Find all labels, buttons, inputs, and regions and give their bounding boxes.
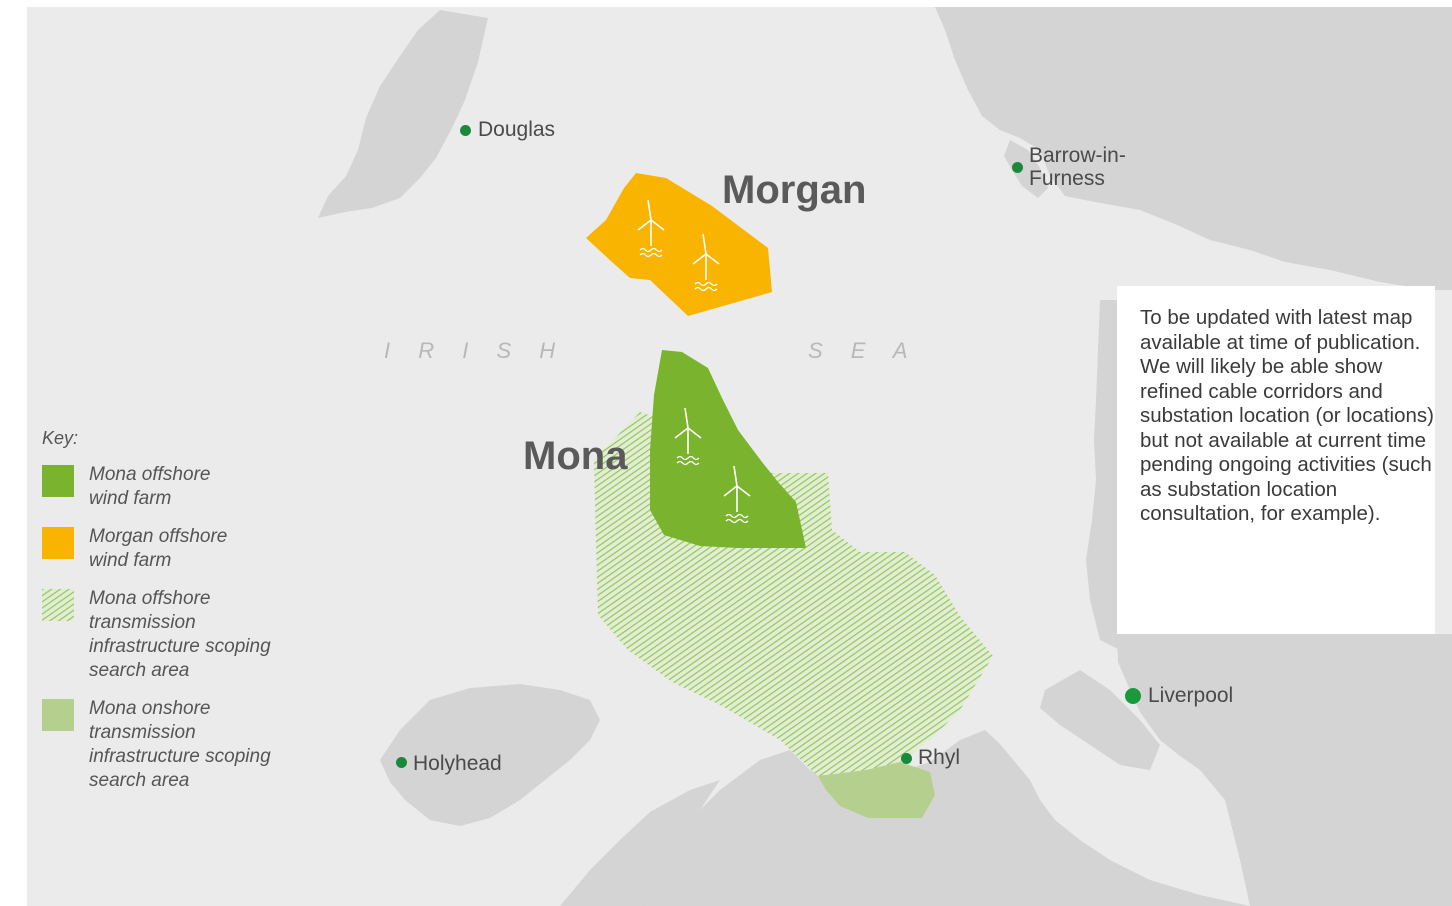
place-liverpool: Liverpool <box>1148 684 1234 707</box>
rhyl-dot <box>901 753 912 764</box>
mona-onshore-search-area <box>818 762 935 818</box>
land-merseyside <box>1117 634 1452 906</box>
legend-label: Morgan offshore wind farm <box>89 526 228 571</box>
land-north-wales <box>640 730 1250 906</box>
place-rhyl: Rhyl <box>918 746 961 769</box>
update-note-text: To be updated with latest map available … <box>1140 306 1434 525</box>
holyhead-dot <box>396 757 407 768</box>
map-legend: Key: Mona offshore wind farm Morgan offs… <box>42 428 322 807</box>
legend-label: Mona offshore wind farm <box>89 464 211 509</box>
legend-item-morgan-farm: Morgan offshore wind farm <box>42 525 322 573</box>
legend-swatch-onshore-search <box>42 699 74 731</box>
update-note-box: To be updated with latest map available … <box>1117 286 1435 634</box>
land-llyn <box>560 780 720 906</box>
legend-title: Key: <box>42 428 79 448</box>
place-douglas: Douglas <box>478 118 556 141</box>
legend-swatch-morgan-farm <box>42 527 74 559</box>
legend-item-mona-farm: Mona offshore wind farm <box>42 463 322 511</box>
legend-item-offshore-search: Mona offshore transmission infrastructur… <box>42 587 322 683</box>
douglas-dot <box>460 125 471 136</box>
place-barrow: Barrow-in- Furness <box>1029 144 1126 190</box>
sea-label-sea: S E A <box>808 338 908 363</box>
morgan-wind-farm-area <box>586 173 772 316</box>
land-anglesey <box>380 684 600 826</box>
mona-wind-farm-area <box>650 350 806 548</box>
legend-label: Mona offshore transmission infrastructur… <box>89 588 271 681</box>
land-wirral <box>1040 670 1160 770</box>
morgan-label: Morgan <box>722 168 867 212</box>
land-cumbria <box>935 7 1452 290</box>
mona-label: Mona <box>523 434 628 478</box>
legend-swatch-mona-farm <box>42 465 74 497</box>
legend-label: Mona onshore transmission infrastructure… <box>89 698 271 791</box>
place-holyhead: Holyhead <box>413 752 502 775</box>
land-isle-of-man <box>318 10 488 218</box>
land-barrow <box>1004 140 1048 198</box>
barrow-dot <box>1012 162 1023 173</box>
legend-item-onshore-search: Mona onshore transmission infrastructure… <box>42 697 322 793</box>
legend-swatch-offshore-search <box>42 589 74 621</box>
liverpool-dot <box>1125 688 1141 704</box>
sea-label-irish: I R I S H <box>384 338 556 363</box>
land-lancashire <box>1086 300 1120 650</box>
